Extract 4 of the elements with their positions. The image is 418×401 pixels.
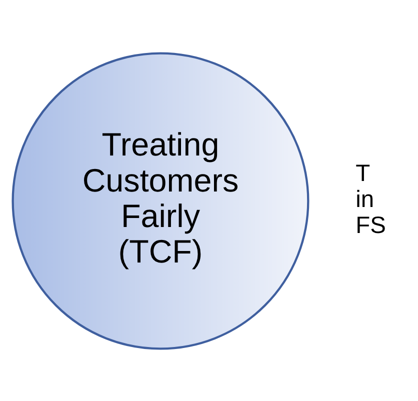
label: in xyxy=(356,186,374,213)
label: T xyxy=(356,160,370,187)
label: FS xyxy=(356,212,386,238)
node-circle: Treating Customers Fairly (TCF) xyxy=(12,52,310,350)
